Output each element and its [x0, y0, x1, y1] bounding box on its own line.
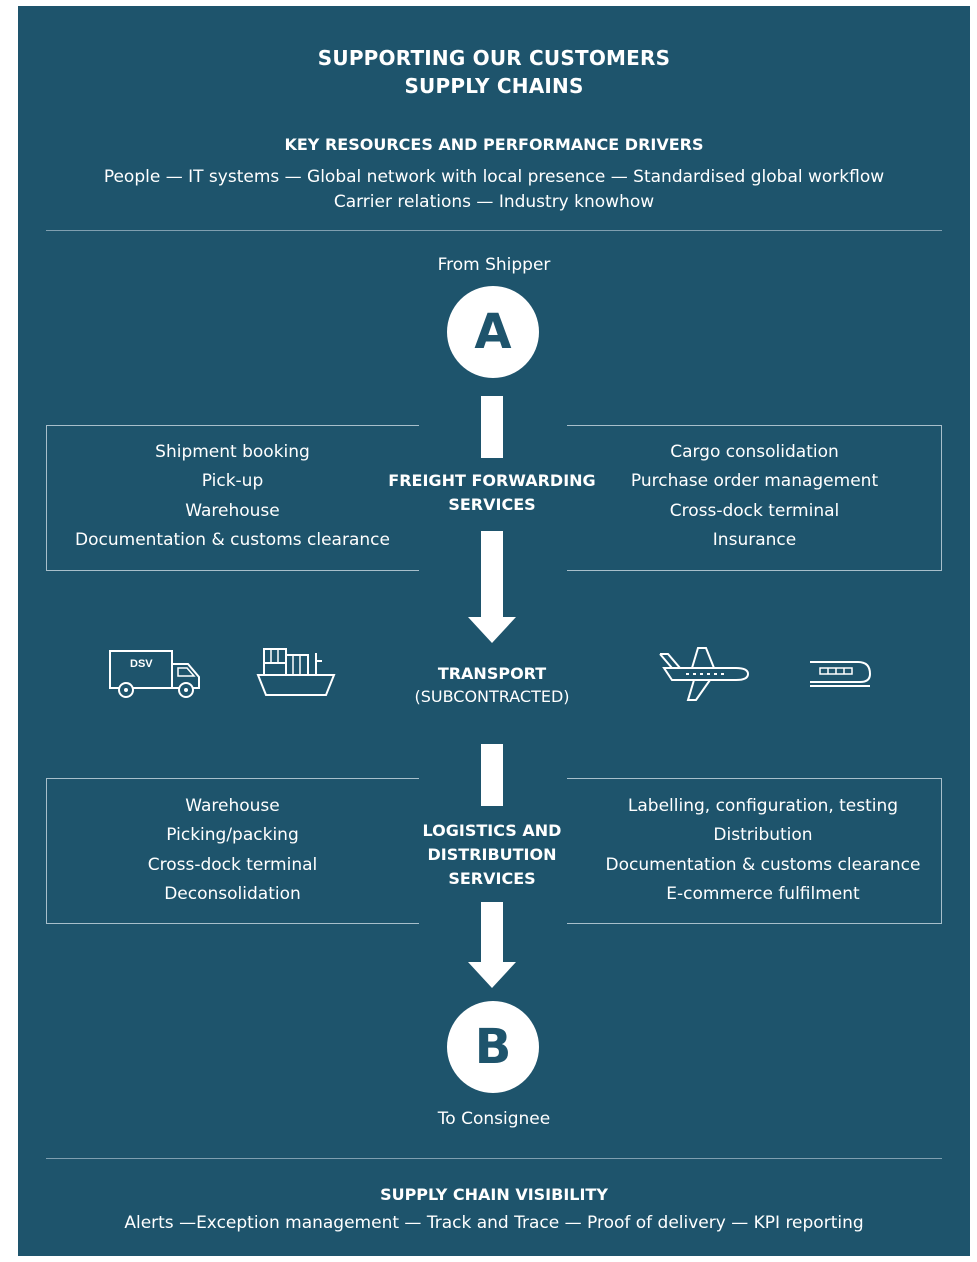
logistics-right-list: Labelling, configuration, testing Distri…	[567, 792, 959, 909]
freight-right-item: Purchase order management	[630, 471, 879, 492]
arrow-shaft-freight	[481, 531, 503, 621]
visibility-line: Alerts —Exception management — Track and…	[124, 1213, 864, 1233]
logistics-left-item: Deconsolidation	[164, 883, 301, 904]
arrow-shaft-logistics	[481, 902, 503, 966]
freight-left-item: Shipment booking	[155, 442, 310, 462]
freight-heading-2: SERVICES	[448, 495, 536, 514]
transport-heading: TRANSPORT	[437, 664, 547, 683]
arrow-shaft-transport	[481, 744, 503, 806]
visibility-heading: SUPPLY CHAIN VISIBILITY	[380, 1185, 608, 1204]
logistics-left-item: Picking/packing	[166, 825, 299, 846]
freight-right-item: Cross-dock terminal	[669, 500, 840, 521]
logistics-heading-1: LOGISTICS AND	[422, 821, 562, 840]
node-b-circle: B	[447, 1001, 539, 1093]
from-shipper-label: From Shipper	[437, 255, 551, 275]
train-icon	[808, 658, 874, 688]
resources-line-2: Carrier relations — Industry knowhow	[333, 192, 655, 212]
freight-left-box	[46, 425, 419, 571]
truck-icon: DSV	[108, 648, 204, 700]
logistics-right-item: Distribution	[713, 825, 813, 846]
logistics-heading-3: SERVICES	[448, 869, 536, 888]
logistics-right-item: Labelling, configuration, testing	[627, 796, 899, 816]
airplane-icon	[658, 644, 752, 702]
divider-bottom	[46, 1158, 942, 1159]
node-a-circle: A	[447, 286, 539, 378]
transport-subheading: (SUBCONTRACTED)	[414, 687, 570, 706]
title-line-2: SUPPLY CHAINS	[404, 74, 584, 98]
freight-left-item: Warehouse	[185, 500, 280, 521]
logistics-right-item: Documentation & customs clearance	[605, 854, 921, 875]
resources-line-1: People — IT systems — Global network wit…	[103, 167, 885, 187]
logistics-left-item: Warehouse	[185, 796, 280, 816]
logistics-left-item: Cross-dock terminal	[147, 854, 318, 875]
resources-heading: KEY RESOURCES AND PERFORMANCE DRIVERS	[284, 135, 704, 154]
logistics-heading-2: DISTRIBUTION	[427, 845, 557, 864]
freight-left-item: Documentation & customs clearance	[75, 529, 390, 550]
freight-right-box	[567, 425, 942, 571]
arrow-head-logistics	[468, 962, 516, 988]
freight-left-item: Pick-up	[201, 471, 264, 492]
ship-icon	[256, 643, 338, 699]
freight-right-item: Insurance	[712, 529, 797, 550]
freight-right-item: Cargo consolidation	[670, 442, 839, 462]
truck-dsv-text: DSV	[130, 658, 153, 670]
freight-right-list: Cargo consolidation Purchase order manag…	[567, 438, 942, 555]
title-line-1: SUPPORTING OUR CUSTOMERS	[317, 46, 671, 70]
arrow-shaft-a	[481, 396, 503, 458]
logistics-left-box	[46, 778, 419, 924]
logistics-left-list: Warehouse Picking/packing Cross-dock ter…	[46, 792, 419, 909]
freight-left-list: Shipment booking Pick-up Warehouse Docum…	[46, 438, 419, 555]
divider-top	[46, 230, 942, 231]
arrow-head-freight	[468, 617, 516, 643]
freight-heading-1: FREIGHT FORWARDING	[388, 471, 596, 490]
to-consignee-label: To Consignee	[437, 1109, 551, 1129]
logistics-right-item: E-commerce fulfilment	[666, 883, 860, 904]
logistics-right-box	[567, 778, 942, 924]
